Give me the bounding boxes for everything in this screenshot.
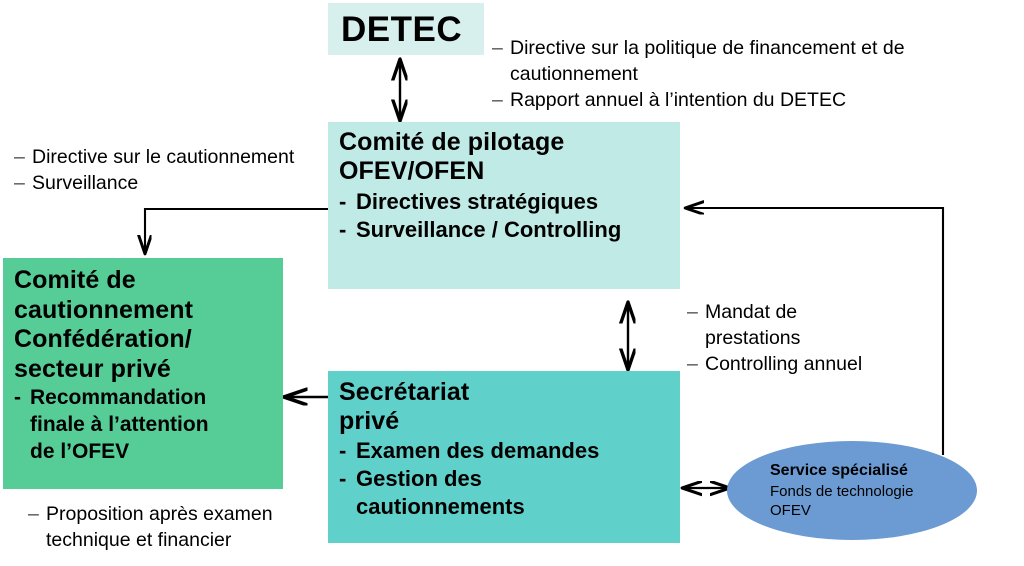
- cautionnement-bullet-list: - Recommandation finale à l’attention de…: [14, 385, 275, 466]
- cautionnement-title-line1: Comité de: [14, 266, 136, 294]
- node-comite-de-cautionnement[interactable]: Comité de cautionnement Confédération/ s…: [3, 258, 283, 489]
- service-title: Service spécialisé: [770, 462, 908, 479]
- service-subtitle-line2: OFEV: [770, 502, 811, 520]
- note-text: Proposition après examen: [46, 503, 273, 525]
- pilotage-bullet-text: Surveillance / Controlling: [356, 217, 622, 243]
- cautionnement-bullet-line1: Recommandation: [30, 386, 207, 409]
- dash-marker: –: [492, 88, 503, 111]
- dash-marker: –: [14, 171, 25, 194]
- pilotage-title-line1: Comité de pilotage: [339, 128, 565, 156]
- secretariat-bullet-list: - Examen des demandes - Gestion des caut…: [339, 437, 672, 521]
- secretariat-bullet-line2: cautionnements: [356, 494, 525, 520]
- note-item: – Proposition après examen: [28, 502, 318, 528]
- pilotage-bullet: - Surveillance / Controlling: [339, 216, 670, 244]
- detec-title: DETEC: [341, 9, 463, 49]
- note-item: – Surveillance: [14, 171, 334, 197]
- note-text: Controlling annuel: [705, 352, 863, 375]
- cautionnement-bullet-line2: finale à l’attention: [30, 412, 209, 436]
- note-text: Surveillance: [32, 171, 139, 194]
- note-detec: – Directive sur la politique de financem…: [492, 36, 962, 114]
- secretariat-title-line2: privé: [339, 407, 400, 435]
- note-text-cont: prestations: [705, 326, 801, 349]
- note-item: – Mandat de: [687, 300, 927, 326]
- pilotage-title-line2: OFEV/OFEN: [339, 157, 485, 185]
- note-text: Mandat de: [705, 301, 798, 323]
- pilotage-bullet: - Directives stratégiques: [339, 188, 670, 216]
- note-item: – Directive sur la politique de financem…: [492, 36, 962, 62]
- cautionnement-bullet-line3: de l’OFEV: [30, 439, 130, 463]
- cautionnement-title-line3: Confédération/: [14, 325, 192, 353]
- note-item: – Rapport annuel à l’intention du DETEC: [492, 88, 962, 114]
- dash-marker: -: [339, 217, 347, 243]
- service-subtitle-line1: Fonds de technologie: [770, 482, 914, 500]
- note-left: – Directive sur le cautionnement – Surve…: [14, 145, 334, 197]
- note-text-cont: technique et financier: [46, 528, 232, 551]
- secretariat-bullet-line1: Gestion des: [356, 466, 482, 492]
- dash-marker: –: [492, 37, 503, 59]
- cautionnement-title-line2: cautionnement: [14, 295, 194, 324]
- note-item: – Controlling annuel: [687, 352, 927, 378]
- pilotage-bullet-text: Directives stratégiques: [356, 189, 599, 214]
- cautionnement-bullet: - Recommandation finale à l’attention de…: [14, 385, 275, 466]
- note-item: – Directive sur le cautionnement: [14, 145, 334, 171]
- dash-marker: -: [339, 466, 347, 492]
- pilotage-bullet-list: - Directives stratégiques - Surveillance…: [339, 188, 670, 244]
- dash-marker: -: [14, 386, 21, 409]
- secretariat-bullet-line1: Examen des demandes: [356, 438, 600, 463]
- node-comite-de-pilotage[interactable]: Comité de pilotage OFEV/OFEN - Directive…: [328, 122, 680, 289]
- dash-marker: -: [339, 189, 347, 214]
- note-text: Directive sur la politique de financemen…: [510, 37, 905, 59]
- dash-marker: –: [687, 301, 698, 323]
- dash-marker: –: [28, 503, 39, 525]
- node-secretariat-prive[interactable]: Secrétariat privé - Examen des demandes …: [328, 371, 680, 543]
- dash-marker: –: [687, 352, 698, 375]
- secretariat-bullet: - Examen des demandes: [339, 437, 672, 465]
- note-text: Rapport annuel à l’intention du DETEC: [510, 88, 847, 111]
- note-bottom: – Proposition après examen technique et …: [28, 502, 318, 554]
- dash-marker: -: [339, 438, 347, 463]
- note-text-cont: cautionnement: [510, 62, 638, 85]
- cautionnement-title-line4: secteur privé: [14, 354, 171, 383]
- node-service-specialise[interactable]: Service spécialisé Fonds de technologie …: [727, 441, 977, 540]
- node-detec[interactable]: DETEC: [328, 3, 484, 55]
- secretariat-title-line1: Secrétariat: [339, 378, 470, 406]
- note-right: – Mandat de prestations – Controlling an…: [687, 300, 927, 378]
- secretariat-bullet: - Gestion des cautionnements: [339, 465, 672, 521]
- note-text: Directive sur le cautionnement: [32, 146, 295, 168]
- connector-pilotage-cautionnement: [145, 207, 328, 253]
- dash-marker: –: [14, 146, 25, 168]
